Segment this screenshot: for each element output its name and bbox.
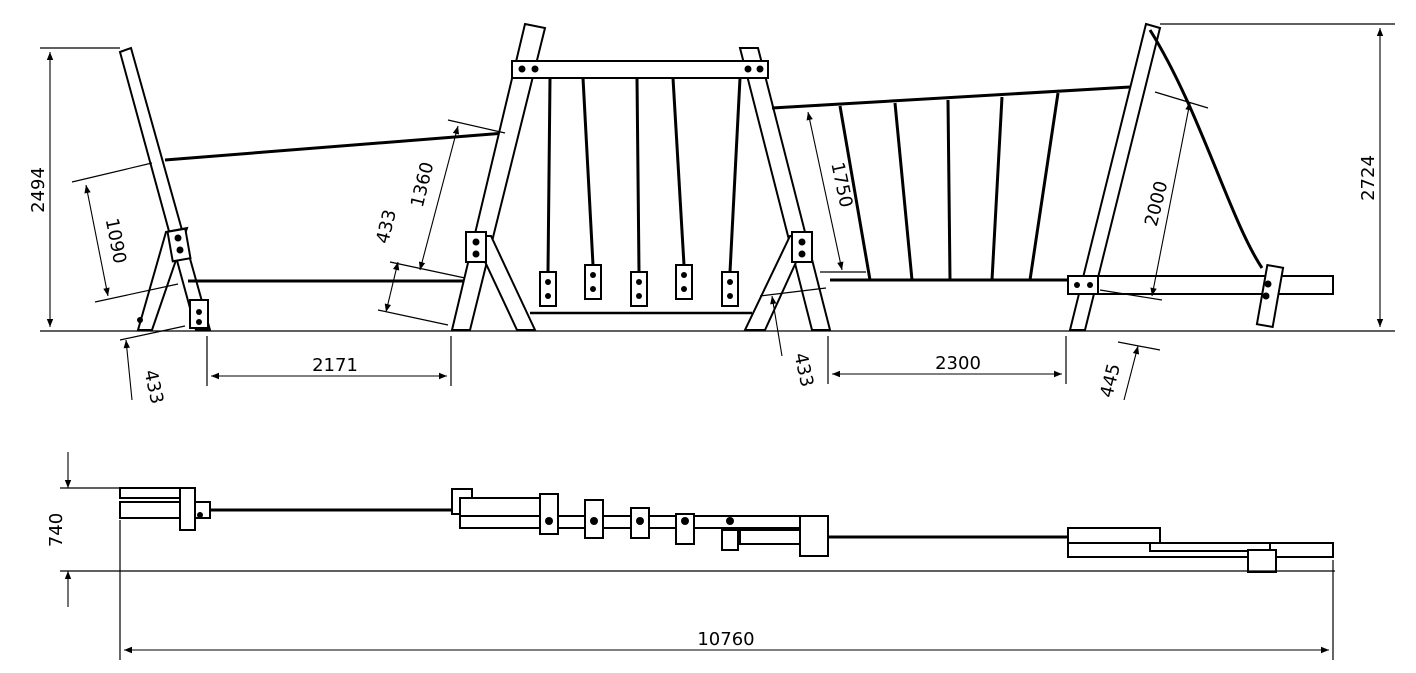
plan-view: 740 10760 — [46, 452, 1335, 660]
hanging-elements — [539, 77, 742, 307]
rope-bridge — [771, 85, 1131, 282]
dim-base-offset-1: 433 — [140, 368, 168, 406]
dim-base-offset-2: 433 — [372, 207, 401, 245]
dim-total-length: 10760 — [697, 629, 754, 650]
dim-height-left: 2494 — [28, 167, 49, 213]
left-end-post — [118, 46, 212, 331]
dim-rope-span-4: 2000 — [1141, 179, 1172, 229]
dim-height-right: 2724 — [1358, 155, 1379, 201]
dim-rope-span-1: 1090 — [101, 216, 130, 265]
dim-rope-span-2: 1360 — [407, 160, 438, 210]
dim-base-offset-4: 445 — [1096, 361, 1125, 399]
upper-rope-left — [164, 131, 506, 162]
side-view: 2494 2724 1090 1360 433 1750 2000 433 — [28, 22, 1395, 406]
dim-plan-width: 740 — [46, 513, 67, 547]
dim-gap-1: 2171 — [312, 355, 358, 376]
dim-gap-2: 2300 — [935, 353, 981, 374]
right-end-post — [1067, 22, 1334, 331]
dim-base-offset-3: 433 — [790, 351, 818, 389]
